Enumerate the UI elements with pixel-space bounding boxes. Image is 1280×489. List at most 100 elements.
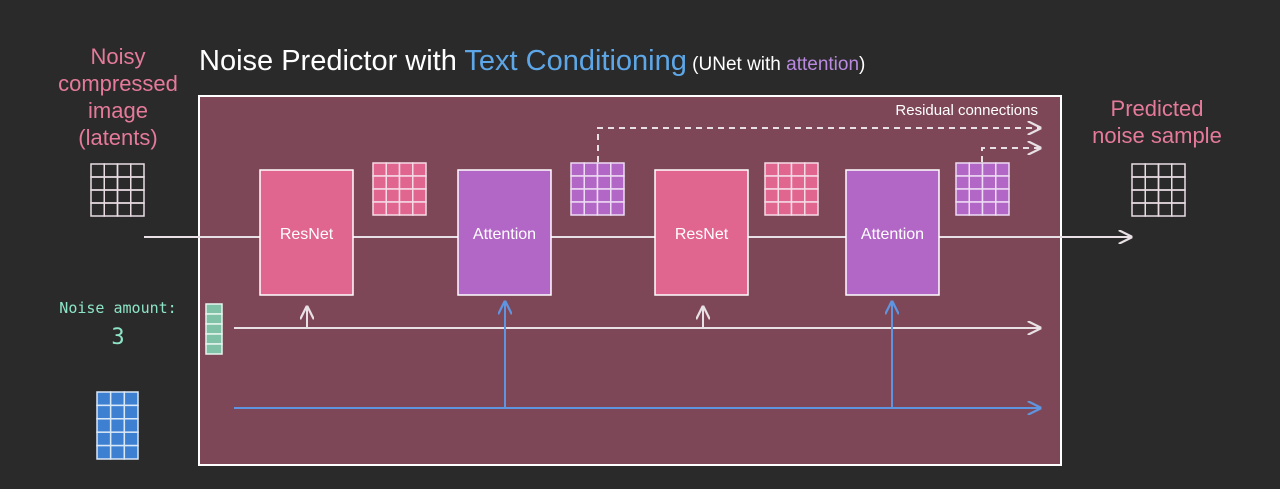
grid-cell [583,201,599,216]
output-label: Predicted noise sample [1092,96,1222,148]
latent-grid-3 [764,162,819,216]
input-label: Noisy compressed image (latents) [58,44,178,150]
title-text-conditioning: Text Conditioning [464,45,686,77]
grid-cell [1157,176,1173,191]
grid-cell [981,201,997,216]
grid-cell [385,201,401,216]
latent-grid-4 [955,162,1010,216]
grid-cell [1144,189,1160,204]
grid-cell [764,175,779,190]
block-resnet-2: ResNet [654,169,749,296]
grid-cell [610,162,625,177]
input-label-line-4: (latents) [78,125,157,150]
grid-cell [1131,189,1146,204]
grid-cell [1157,189,1173,204]
grid-cell [412,175,427,190]
grid-cell [764,188,779,203]
grid-cell [1131,176,1146,191]
block-label: Attention [861,226,924,243]
title-part-1: Noise Predictor with [199,45,464,77]
grid-cell [790,175,806,190]
grid-cell [981,188,997,203]
grid-cell [385,175,401,190]
grid-cell [130,189,145,204]
grid-cell [103,163,119,178]
grid-cell [372,175,387,190]
block-attention-2: Attention [845,169,940,296]
grid-cell [123,391,139,407]
output-label-line-2: noise sample [1092,123,1222,148]
noise-amount-value: 3 [111,325,124,350]
grid-cell [103,189,119,204]
grid-cell [804,175,819,190]
input-label-line-3: image [88,98,148,123]
grid-cell [968,201,984,216]
grid-cell [96,391,112,407]
grid-cell [995,175,1010,190]
grid-cell [570,188,585,203]
grid-cell [123,431,139,447]
grid-cell [596,201,612,216]
diagram-title: Noise Predictor with Text Conditioning (… [199,45,865,77]
grid-cell [96,404,112,420]
grid-cell [955,175,970,190]
grid-cell [570,201,585,216]
residual-arrow-2 [981,148,1040,162]
grid-cell [412,188,427,203]
noise-amount-label: Noise amount: [59,299,176,317]
grid-cell [372,188,387,203]
grid-cell [1131,163,1146,178]
grid-cell [90,176,105,191]
grid-cell [1157,202,1173,217]
grid-cell [777,188,793,203]
input-label-line-2: compressed [58,71,178,96]
title-part-5: ) [859,54,865,75]
grid-cell [109,404,126,420]
grid-cell [412,162,427,177]
grid-cell [583,188,599,203]
grid-cell [596,162,612,177]
grid-cell [398,188,414,203]
grid-cell [1131,202,1146,217]
grid-cell [96,444,112,460]
latent-grids [90,162,1186,460]
grid-cell [1144,202,1160,217]
text-embedding-grid [96,391,139,460]
grid-cell [1157,163,1173,178]
block-attention-1: Attention [457,169,552,296]
title-part-3: (UNet with [687,54,786,75]
block-label: ResNet [675,226,729,243]
grid-cell [130,163,145,178]
grid-cell [385,162,401,177]
grid-cell [90,202,105,217]
grid-cell [583,175,599,190]
grid-cell [570,175,585,190]
grid-cell [96,431,112,447]
grid-cell [764,162,779,177]
grid-cell [790,201,806,216]
grid-cell [90,189,105,204]
grid-cell [955,188,970,203]
grid-cell [981,175,997,190]
grid-cell [109,391,126,407]
grid-cell [981,162,997,177]
grid-cell [130,176,145,191]
grid-cell [123,404,139,420]
grid-cell [764,201,779,216]
grid-cell [123,444,139,460]
residual-arrow-1 [597,128,1040,162]
grid-cell [777,201,793,216]
grid-cell [955,201,970,216]
grid-cell [596,188,612,203]
grid-cell [116,176,132,191]
grid-cell [968,188,984,203]
grid-cell [995,201,1010,216]
grid-cell [583,162,599,177]
block-label: Attention [473,226,536,243]
grid-cell [610,188,625,203]
grid-cell [398,175,414,190]
grid-cell [777,175,793,190]
grid-cell [123,418,139,433]
grid-cell [205,333,223,345]
